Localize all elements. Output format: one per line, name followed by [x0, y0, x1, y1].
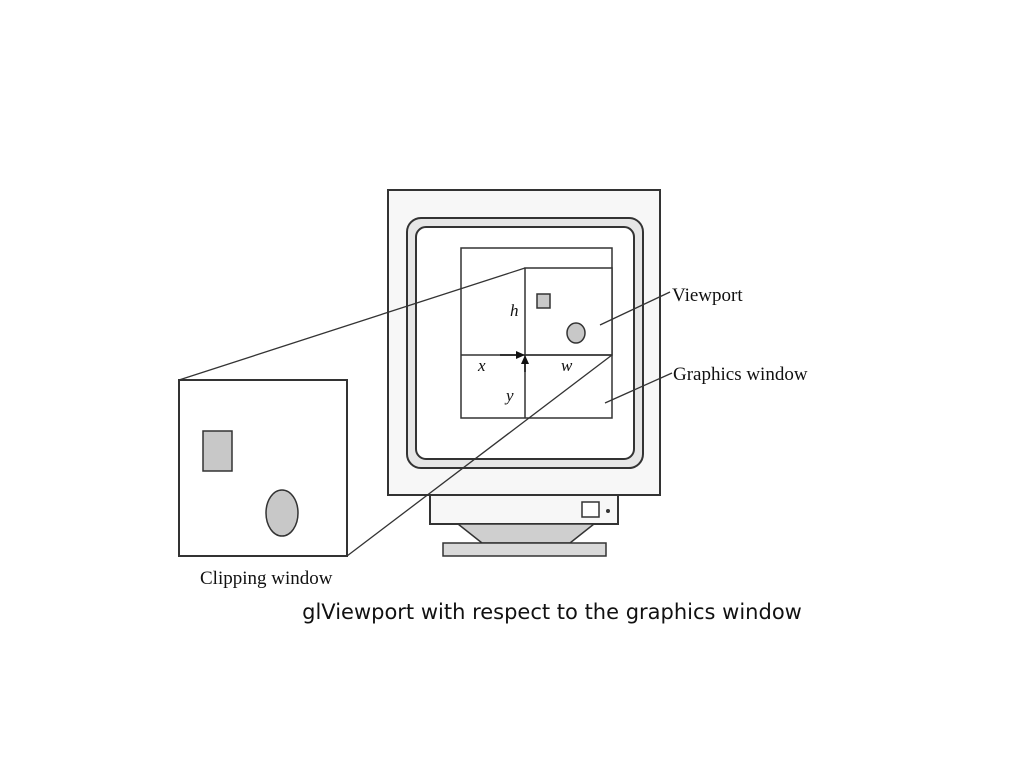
label-h: h — [510, 301, 519, 320]
clipping-window-label: Clipping window — [200, 568, 333, 589]
label-y: y — [504, 386, 514, 405]
power-led — [606, 509, 610, 513]
projection-line-top — [178, 267, 526, 381]
projection-line-bottom — [346, 354, 613, 557]
label-w: w — [561, 356, 573, 375]
clipping-square — [202, 430, 233, 472]
power-button — [581, 501, 600, 518]
viewport-square — [536, 293, 551, 309]
viewport-leader-line — [599, 291, 671, 326]
viewport-label: Viewport — [672, 285, 743, 306]
y-arrowhead — [521, 355, 529, 364]
monitor-neck — [455, 523, 597, 544]
caption: glViewport with respect to the graphics … — [302, 600, 802, 624]
label-x: x — [477, 356, 486, 375]
monitor-base — [442, 542, 607, 557]
graphics-window-leader-line — [604, 372, 673, 404]
viewport — [524, 267, 613, 356]
viewport-circle — [566, 322, 586, 344]
x-arrowhead — [516, 351, 525, 359]
clipping-circle — [265, 489, 299, 537]
graphics-window-label: Graphics window — [673, 364, 808, 385]
